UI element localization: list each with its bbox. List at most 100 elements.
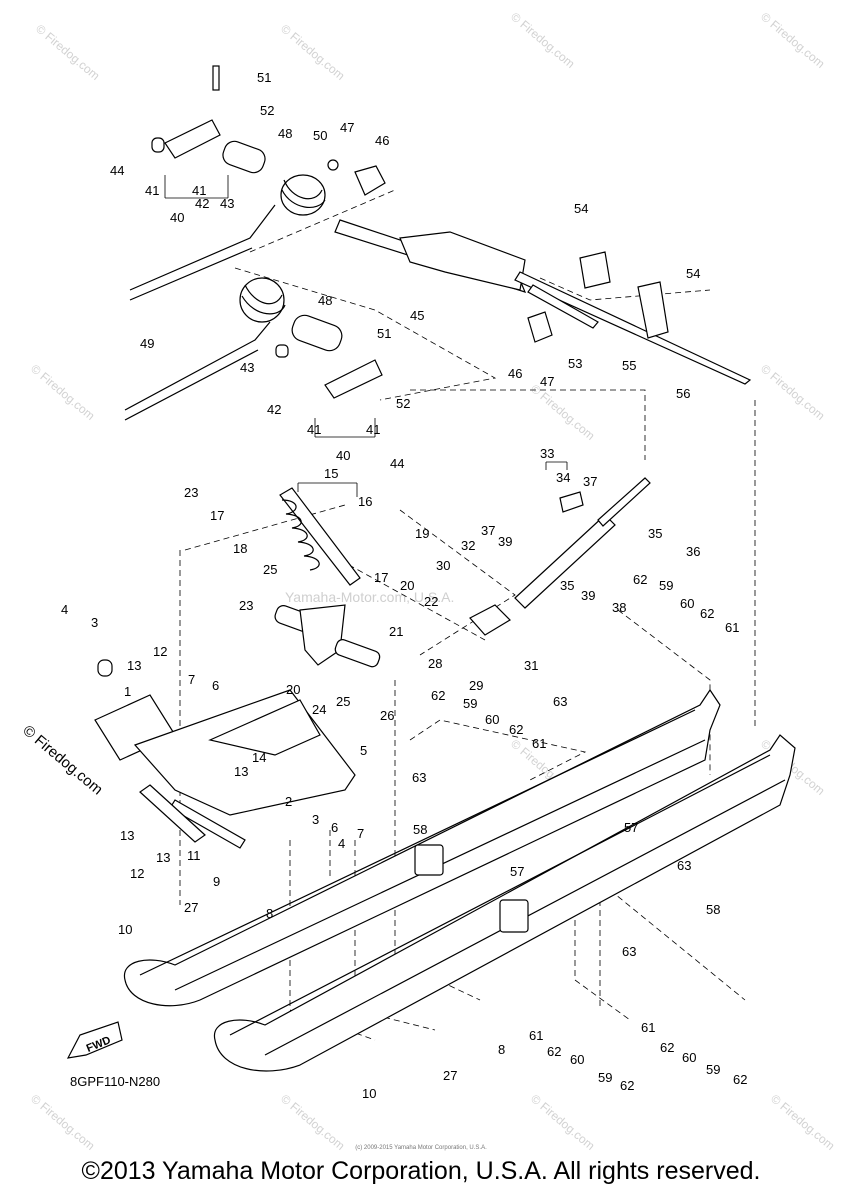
watermark: © Firedog.com (28, 362, 97, 423)
callout-44: 44 (110, 163, 124, 178)
callout-23: 23 (239, 598, 253, 613)
callout-63: 63 (622, 944, 636, 959)
callout-13: 13 (156, 850, 170, 865)
callout-39: 39 (498, 534, 512, 549)
callout-52: 52 (260, 103, 274, 118)
callout-4: 4 (61, 602, 68, 617)
watermark: © Firedog.com (528, 1092, 597, 1153)
callout-30: 30 (436, 558, 450, 573)
callout-44: 44 (390, 456, 404, 471)
callout-60: 60 (682, 1050, 696, 1065)
callout-19: 19 (415, 526, 429, 541)
callout-51: 51 (257, 70, 271, 85)
callout-29: 29 (469, 678, 483, 693)
callout-62: 62 (509, 722, 523, 737)
callout-25: 25 (336, 694, 350, 709)
callout-58: 58 (706, 902, 720, 917)
copyright-notice: ©2013 Yamaha Motor Corporation, U.S.A. A… (81, 1157, 761, 1185)
callout-24: 24 (312, 702, 326, 717)
callout-63: 63 (677, 858, 691, 873)
callout-63: 63 (412, 770, 426, 785)
callout-12: 12 (130, 866, 144, 881)
callout-49: 49 (140, 336, 154, 351)
callout-21: 21 (389, 624, 403, 639)
callout-17: 17 (210, 508, 224, 523)
callout-2: 2 (285, 794, 292, 809)
callout-37: 37 (583, 474, 597, 489)
callout-35: 35 (560, 578, 574, 593)
callout-59: 59 (598, 1070, 612, 1085)
callout-43: 43 (240, 360, 254, 375)
callout-60: 60 (570, 1052, 584, 1067)
callout-56: 56 (676, 386, 690, 401)
callout-61: 61 (529, 1028, 543, 1043)
watermark: © Firedog.com (278, 1092, 347, 1153)
callout-8: 8 (498, 1042, 505, 1057)
callout-36: 36 (686, 544, 700, 559)
callout-53: 53 (568, 356, 582, 371)
callout-41: 41 (192, 183, 206, 198)
callout-26: 26 (380, 708, 394, 723)
callout-3: 3 (91, 615, 98, 630)
callout-39: 39 (581, 588, 595, 603)
callout-34: 34 (556, 470, 570, 485)
callout-6: 6 (331, 820, 338, 835)
callout-42: 42 (195, 196, 209, 211)
callout-20: 20 (286, 682, 300, 697)
callout-7: 7 (188, 672, 195, 687)
diagram-code: 8GPF110-N280 (70, 1074, 161, 1089)
small-notice: (c) 2009-2015 Yamaha Motor Corporation, … (355, 1145, 487, 1151)
callout-57: 57 (624, 820, 638, 835)
callout-52: 52 (396, 396, 410, 411)
callout-60: 60 (485, 712, 499, 727)
callout-3: 3 (312, 812, 319, 827)
watermark: © Firedog.com (528, 382, 597, 443)
callout-6: 6 (212, 678, 219, 693)
callout-62: 62 (633, 572, 647, 587)
callout-61: 61 (532, 736, 546, 751)
callout-5: 5 (360, 743, 367, 758)
callout-61: 61 (725, 620, 739, 635)
callout-13: 13 (127, 658, 141, 673)
callout-50: 50 (313, 128, 327, 143)
callout-37: 37 (481, 523, 495, 538)
callout-10: 10 (362, 1086, 376, 1101)
callout-57: 57 (510, 864, 524, 879)
callout-62: 62 (660, 1040, 674, 1055)
callout-62: 62 (620, 1078, 634, 1093)
callout-31: 31 (524, 658, 538, 673)
callout-40: 40 (336, 448, 350, 463)
watermark-center: Yamaha-Motor.com, U.S.A. (285, 589, 454, 605)
callout-27: 27 (443, 1068, 457, 1083)
callout-32: 32 (461, 538, 475, 553)
callout-27: 27 (184, 900, 198, 915)
watermark: © Firedog.com (758, 10, 827, 71)
parts-artwork (66, 65, 796, 1072)
callout-8: 8 (266, 906, 273, 921)
callout-23: 23 (184, 485, 198, 500)
callout-62: 62 (547, 1044, 561, 1059)
callout-59: 59 (659, 578, 673, 593)
watermark: © Firedog.com (33, 22, 102, 83)
callout-48: 48 (318, 293, 332, 308)
callout-59: 59 (706, 1062, 720, 1077)
callout-63: 63 (553, 694, 567, 709)
callout-22: 22 (424, 594, 438, 609)
callout-1: 1 (124, 684, 131, 699)
callout-20: 20 (400, 578, 414, 593)
callout-54: 54 (686, 266, 700, 281)
callout-40: 40 (170, 210, 184, 225)
callout-17: 17 (374, 570, 388, 585)
callout-62: 62 (700, 606, 714, 621)
callout-42: 42 (267, 402, 281, 417)
callout-7: 7 (357, 826, 364, 841)
callout-48: 48 (278, 126, 292, 141)
callout-47: 47 (540, 374, 554, 389)
callout-62: 62 (431, 688, 445, 703)
watermark: © Firedog.com (758, 362, 827, 423)
watermark-left: © Firedog.com (19, 722, 105, 798)
callout-62: 62 (733, 1072, 747, 1087)
callout-4: 4 (338, 836, 345, 851)
